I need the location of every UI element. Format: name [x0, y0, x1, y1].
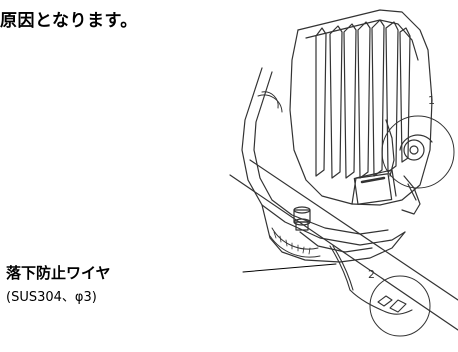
- header-text-fragment: 原因となります。: [0, 11, 138, 31]
- heat-sink-fins: [315, 19, 411, 179]
- wire-spec: (SUS304、φ3): [6, 290, 97, 305]
- side-pivot: [399, 134, 433, 215]
- label-leader-line: [242, 263, 337, 273]
- callout-number-2: 2: [368, 268, 375, 281]
- fall-prevention-wire: [329, 245, 413, 315]
- mounting-pole: [229, 159, 458, 331]
- callout-circle-2: [369, 275, 431, 337]
- angle-scale: [257, 91, 321, 258]
- callout-circle-1: [381, 115, 455, 189]
- mounting-bracket: [241, 67, 406, 263]
- floodlight-housing: [289, 9, 433, 206]
- bracket-bolt: [293, 206, 311, 231]
- callout-number-1: 1: [428, 94, 435, 107]
- wire-label: 落下防止ワイヤ: [6, 264, 111, 282]
